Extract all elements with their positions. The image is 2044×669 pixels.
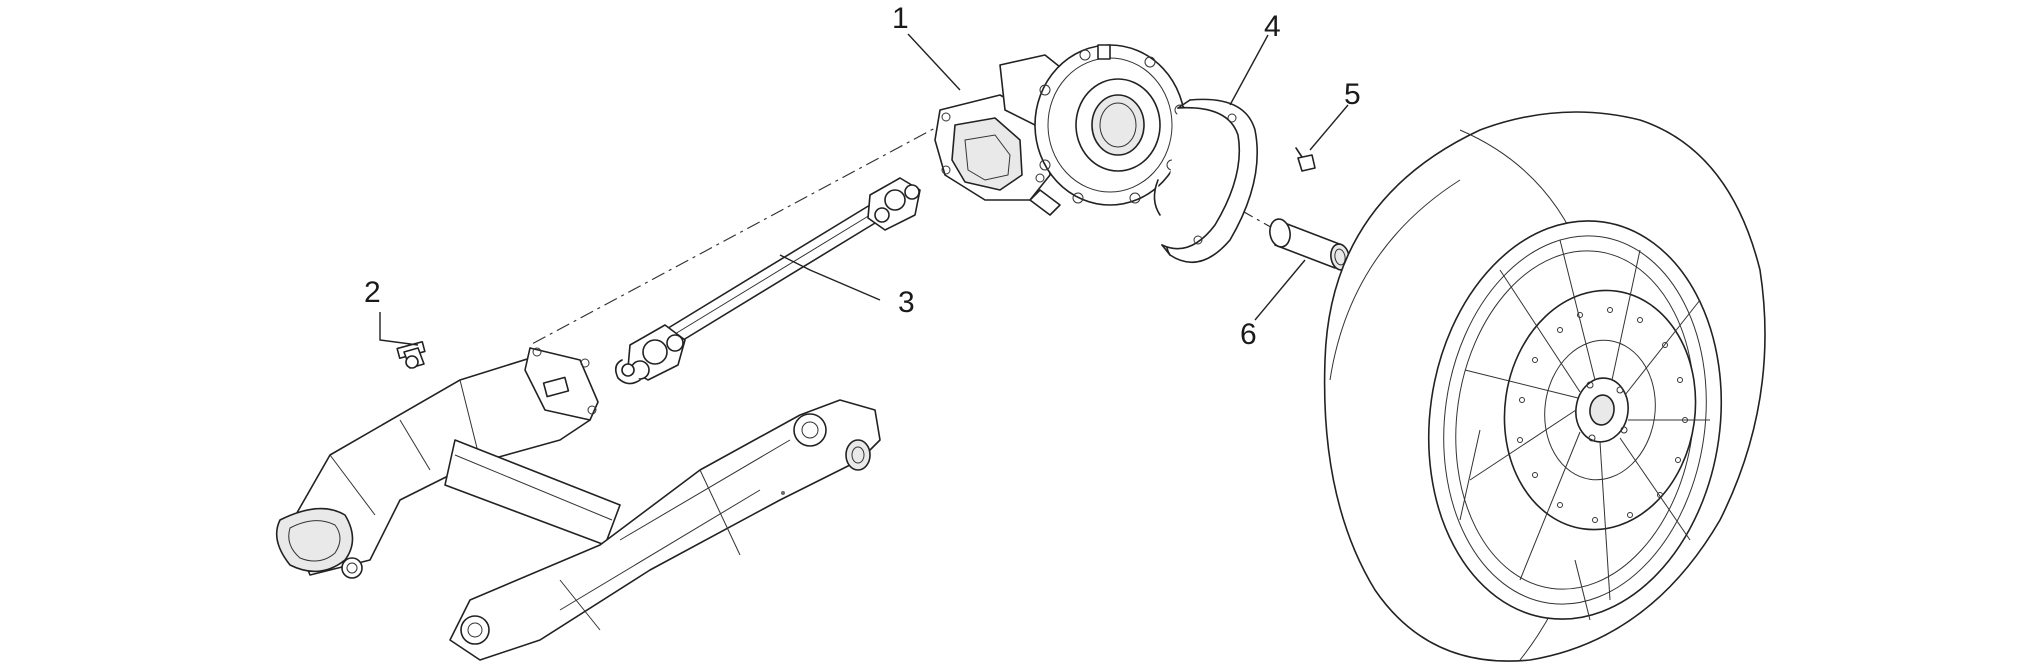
leader-3 (779, 254, 881, 301)
callout-1: 1 (892, 2, 909, 35)
callout-4: 4 (1264, 10, 1281, 43)
final-drive-housing-part (934, 44, 1186, 216)
leader-2 (379, 312, 419, 346)
callout-5: 5 (1344, 78, 1361, 111)
callout-2: 2 (364, 276, 381, 309)
bushing-part (1269, 218, 1350, 271)
callouts: 1 2 3 4 5 6 (364, 2, 1361, 351)
bolt-part (396, 341, 426, 369)
callout-6: 6 (1240, 318, 1257, 351)
leader-4 (1229, 34, 1269, 106)
leader-lines (379, 33, 1349, 346)
leader-1 (907, 33, 961, 91)
callout-3: 3 (898, 286, 915, 319)
swingarm (275, 347, 881, 661)
protection-ring-part (1153, 98, 1258, 264)
leader-6 (1254, 259, 1306, 321)
rear-wheel-part (1323, 111, 1766, 662)
drive-shaft-part (614, 177, 921, 385)
leader-5 (1309, 104, 1349, 151)
screw-part (1295, 147, 1316, 172)
